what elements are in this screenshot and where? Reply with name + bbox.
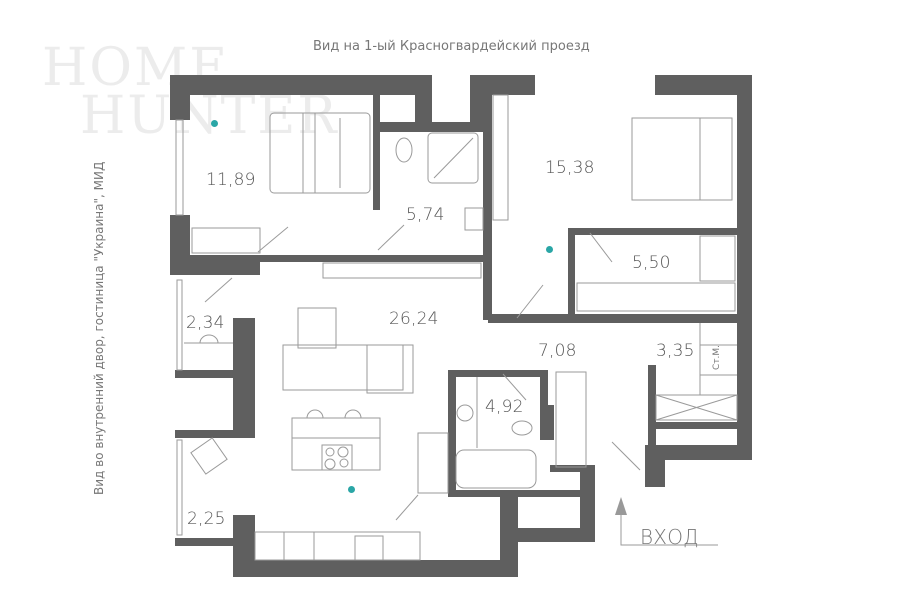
wall	[568, 228, 743, 235]
wall	[470, 75, 535, 95]
watermark-logo-hunter: HUNTER	[80, 86, 339, 146]
wall	[448, 370, 456, 497]
room-area-bedroom-2: 15,38	[545, 158, 595, 178]
wall	[540, 405, 554, 440]
entrance-label: ВХОД	[640, 525, 699, 549]
room-area-bathroom-2: 4,92	[485, 397, 524, 417]
wall	[233, 560, 518, 577]
wall	[737, 75, 752, 460]
wall	[170, 255, 260, 275]
wall	[260, 255, 492, 262]
wall	[378, 122, 488, 132]
wall	[648, 365, 656, 450]
top-view-caption: Вид на 1-ый Красногвардейский проезд	[313, 39, 590, 54]
marker-dot	[211, 120, 218, 127]
wall	[540, 370, 548, 410]
wall	[655, 422, 740, 429]
wall	[448, 370, 548, 377]
room-area-bedroom-1: 11,89	[206, 170, 256, 190]
wardrobe-tag: Ст.М.	[712, 344, 722, 370]
wall	[175, 430, 235, 438]
room-area-storage: 3,35	[656, 341, 695, 361]
wall	[170, 75, 190, 120]
wall	[645, 445, 665, 487]
room-area-hallway: 7,08	[538, 341, 577, 361]
marker-dot	[546, 246, 553, 253]
wall	[483, 95, 492, 320]
wall	[568, 228, 575, 323]
wall	[175, 538, 235, 546]
wall	[580, 470, 595, 542]
wall	[500, 528, 595, 542]
wall	[655, 75, 750, 95]
wall	[450, 490, 595, 497]
wall	[655, 445, 752, 460]
room-area-balcony-1: 2,34	[186, 313, 225, 333]
wall	[170, 75, 432, 95]
room-area-balcony-2: 2,25	[187, 509, 226, 529]
wall	[233, 318, 255, 438]
room-area-bathroom-1: 5,74	[406, 205, 445, 225]
room-area-living-kitchen: 26,24	[389, 309, 439, 329]
wall	[373, 95, 380, 210]
wall	[415, 75, 432, 130]
wall	[488, 314, 743, 323]
wall	[550, 465, 595, 472]
marker-dot	[348, 486, 355, 493]
room-area-wardrobe: 5,50	[632, 253, 671, 273]
wall	[175, 370, 235, 378]
